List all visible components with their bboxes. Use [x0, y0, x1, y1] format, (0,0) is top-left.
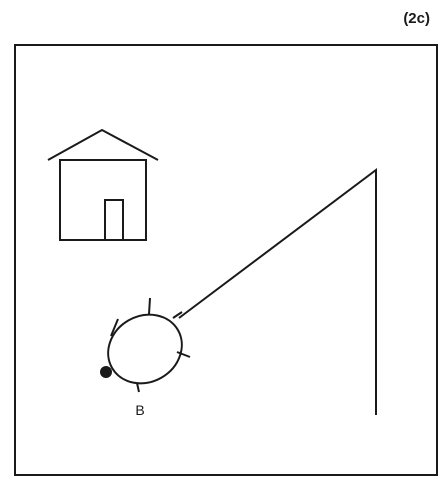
house-icon: [48, 130, 158, 240]
turtle-tail: [101, 367, 111, 377]
house-door: [105, 200, 123, 240]
trail-line: [179, 170, 376, 415]
turtle-leg: [149, 298, 150, 314]
house-roof: [48, 130, 158, 160]
figure-label: (2c): [403, 10, 430, 27]
turtle-leg: [137, 383, 139, 392]
frame-border: [15, 45, 437, 475]
turtle-shell: [96, 301, 195, 396]
turtle-icon: [96, 298, 195, 397]
diagram-canvas: B: [14, 44, 438, 476]
turtle-label: B: [135, 402, 144, 418]
house-body: [60, 160, 146, 240]
